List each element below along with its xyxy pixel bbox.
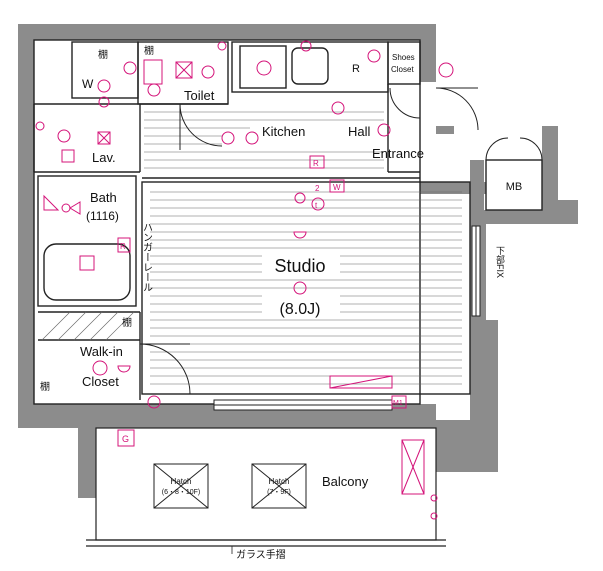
- toilet-label: Toilet: [184, 88, 215, 103]
- closet-hatching: [41, 311, 135, 341]
- studio-label: Studio: [274, 256, 325, 276]
- lower-fix-label: 下部FIX: [495, 246, 505, 278]
- gas-label: G: [122, 434, 129, 444]
- shelf-label-toilet: 棚: [144, 44, 154, 57]
- hatch-boxes: [153, 463, 307, 509]
- two-mark-label: 2: [315, 184, 320, 193]
- shelf-label-walkin: 棚: [40, 380, 50, 393]
- windows: [213, 225, 481, 411]
- r-mark-label: R: [313, 159, 319, 168]
- bath-label: Bath: [90, 190, 117, 205]
- mb-label: MB: [506, 181, 523, 193]
- walkin-label-2: Closet: [82, 374, 119, 389]
- t-mark-label: t: [315, 201, 318, 210]
- hatch-labels: Hatch (6・8・10F) Hatch (7・9F): [162, 477, 291, 496]
- lav-label: Lav.: [92, 150, 116, 165]
- entrance-label: Entrance: [372, 146, 424, 161]
- shelf-label-washer: 棚: [98, 48, 108, 61]
- bath-size-label: (1116): [86, 209, 119, 223]
- glass-rail-label: ガラス手摺: [236, 548, 286, 561]
- room-labels: Studio (8.0J) Kitchen Hall Entrance Toil…: [80, 53, 522, 489]
- hatch-2-floors: (7・9F): [267, 489, 291, 496]
- shoes-closet-label-1: Shoes: [392, 53, 415, 62]
- shelf-label-closet: 棚: [122, 316, 132, 329]
- walkin-label-1: Walk-in: [80, 344, 123, 359]
- kitchen-label: Kitchen: [262, 124, 305, 139]
- studio-size-label: (8.0J): [280, 301, 321, 318]
- washer-label: W: [82, 77, 94, 91]
- hanger-rail-label: ハンガーレール: [141, 222, 153, 292]
- doors: [139, 87, 543, 395]
- balcony-outline: [86, 427, 446, 547]
- shoes-closet-label-2: Closet: [391, 65, 414, 74]
- hatch-2-title: Hatch: [269, 477, 290, 486]
- refrigerator-label: R: [352, 63, 360, 75]
- balcony-label: Balcony: [322, 474, 369, 489]
- hall-label: Hall: [348, 124, 371, 139]
- hatch-1-title: Hatch: [171, 477, 192, 486]
- equipment-symbols: [35, 40, 454, 520]
- m1-mark-label: M1: [393, 400, 403, 407]
- equipment-labels: G R W 2 t M1 R: [120, 159, 403, 444]
- bath-r-label: R: [120, 242, 126, 251]
- annotations: 棚 棚 棚 棚 W R ハンガーレール 下部FIX ガラス手摺: [40, 44, 505, 561]
- hatch-1-floors: (6・8・10F): [162, 489, 201, 496]
- partitions: [33, 39, 543, 405]
- studio-floor: [150, 191, 462, 385]
- kitchen-floor: [144, 111, 384, 169]
- w-mark-label: W: [333, 183, 341, 192]
